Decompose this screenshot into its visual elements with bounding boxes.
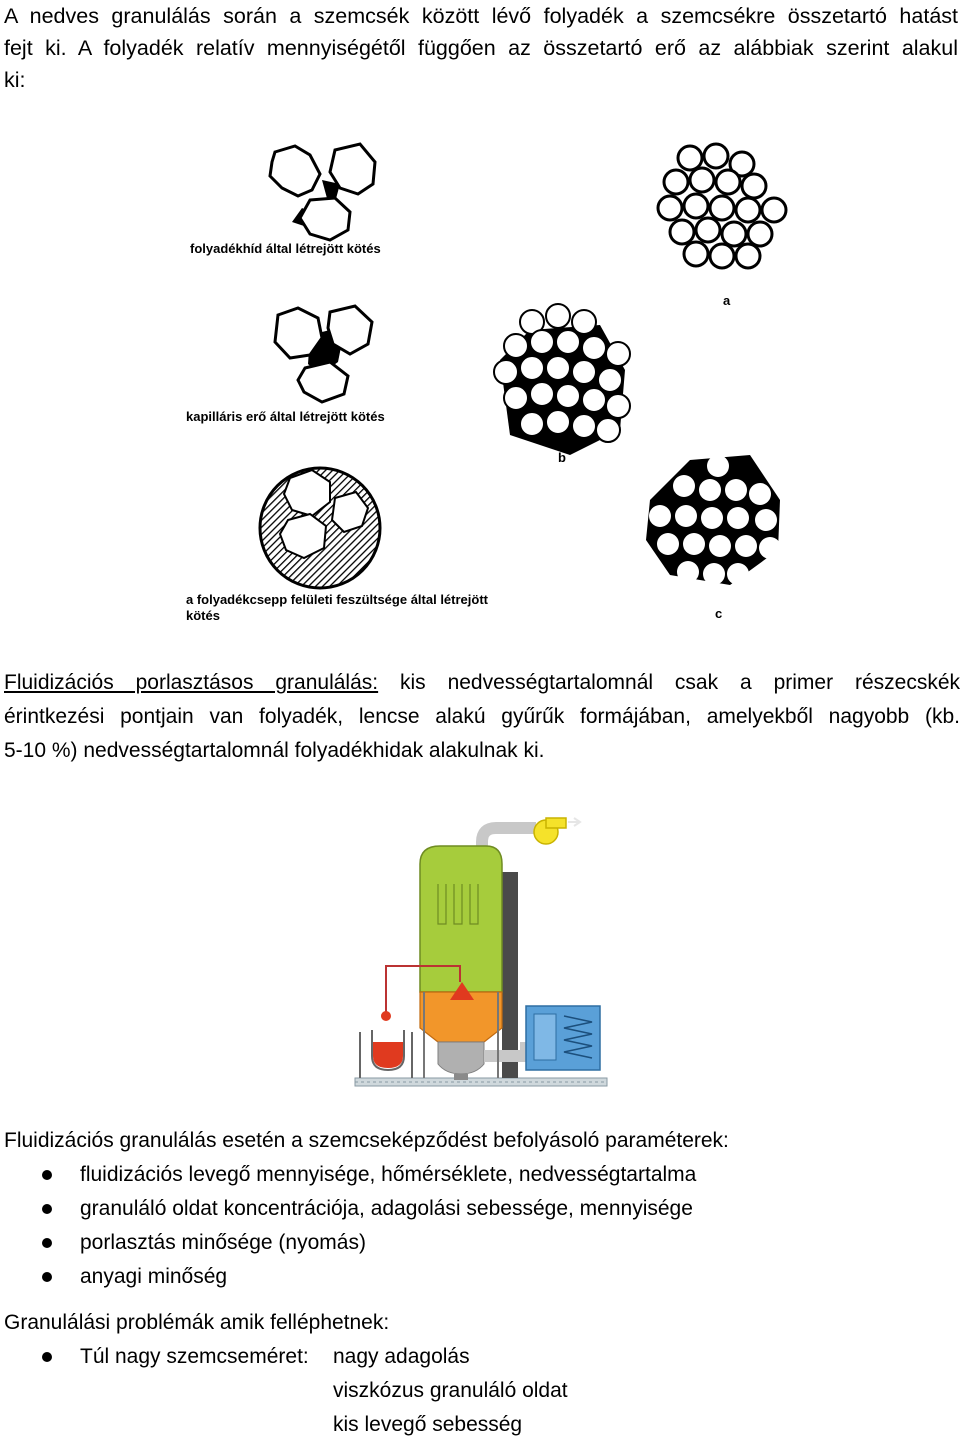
fluid-bed-granulator-figure: [354, 817, 608, 1087]
cluster-label-b: b: [558, 450, 566, 465]
fluid-line-2: érintkezési pontjain van folyadék, lencs…: [4, 705, 960, 728]
bullet-icon: [42, 1170, 52, 1180]
bonding-figure: folyadékhíd által létrejött kötés kapill…: [186, 142, 788, 623]
cluster-c: [646, 455, 781, 585]
fluid-granulation-paragraph: Fluidizációs porlasztásos granulálás: ki…: [4, 666, 960, 768]
cluster-b: [493, 303, 631, 455]
bullet-icon: [42, 1238, 52, 1248]
intro-paragraph: A nedves granulálás során a szemcsék köz…: [4, 0, 958, 96]
problem-cause: viszkózus granuláló oldat: [333, 1379, 568, 1402]
cluster-label-c: c: [715, 606, 722, 621]
droplet-particles: [258, 466, 382, 590]
params-item-text: anyagi minőség: [80, 1265, 228, 1288]
problem-lead: Túl nagy szemcseméret:: [80, 1345, 309, 1368]
intro-line-1: A nedves granulálás során a szemcsék köz…: [4, 4, 958, 28]
problems-heading: Granulálási problémák amik felléphetnek:: [4, 1311, 390, 1334]
figure-label-surface-2: kötés: [186, 608, 220, 623]
fluid-line-3: 5-10 %) nedvességtartalomnál folyadékhid…: [4, 739, 545, 762]
fluid-line-1-rest: kis nedvességtartalomnál csak a primer r…: [378, 671, 960, 694]
fluid-term: Fluidizációs porlasztásos granulálás:: [4, 671, 379, 694]
params-heading: Fluidizációs granulálás esetén a szemcse…: [4, 1129, 729, 1152]
figure-label-bridge: folyadékhíd által létrejött kötés: [190, 241, 381, 256]
figure-label-surface-1: a folyadékcsepp felületi feszültsége ált…: [186, 592, 489, 607]
liquid-bridge-particles: [268, 142, 377, 242]
params-item-text: fluidizációs levegő mennyisége, hőmérsék…: [80, 1163, 697, 1186]
problem-cause: nagy adagolás: [333, 1345, 470, 1368]
list-item: anyagi minőség: [0, 1260, 696, 1294]
list-item: granuláló oldat koncentrációja, adagolás…: [0, 1192, 696, 1226]
cluster-label-a: a: [723, 293, 731, 308]
list-item: porlasztás minősége (nyomás): [0, 1226, 696, 1260]
problem-cause: kis levegő sebesség: [333, 1413, 523, 1436]
fluid-line-1: Fluidizációs porlasztásos granulálás: ki…: [4, 666, 960, 700]
bullet-icon: [42, 1204, 52, 1214]
list-item: fluidizációs levegő mennyisége, hőmérsék…: [0, 1158, 696, 1192]
params-item-text: porlasztás minősége (nyomás): [80, 1231, 366, 1254]
cluster-a: [656, 142, 788, 270]
capillary-particles: [273, 304, 374, 404]
bullet-icon: [42, 1272, 52, 1282]
params-item-text: granuláló oldat koncentrációja, adagolás…: [80, 1197, 693, 1220]
figure-label-capillary: kapilláris erő által létrejött kötés: [186, 409, 385, 424]
intro-line-2: fejt ki. A folyadék relatív mennyiségétő…: [4, 36, 958, 60]
params-list: fluidizációs levegő mennyisége, hőmérsék…: [0, 1158, 696, 1294]
bullet-icon: [42, 1352, 52, 1362]
intro-line-3: ki:: [4, 68, 26, 92]
